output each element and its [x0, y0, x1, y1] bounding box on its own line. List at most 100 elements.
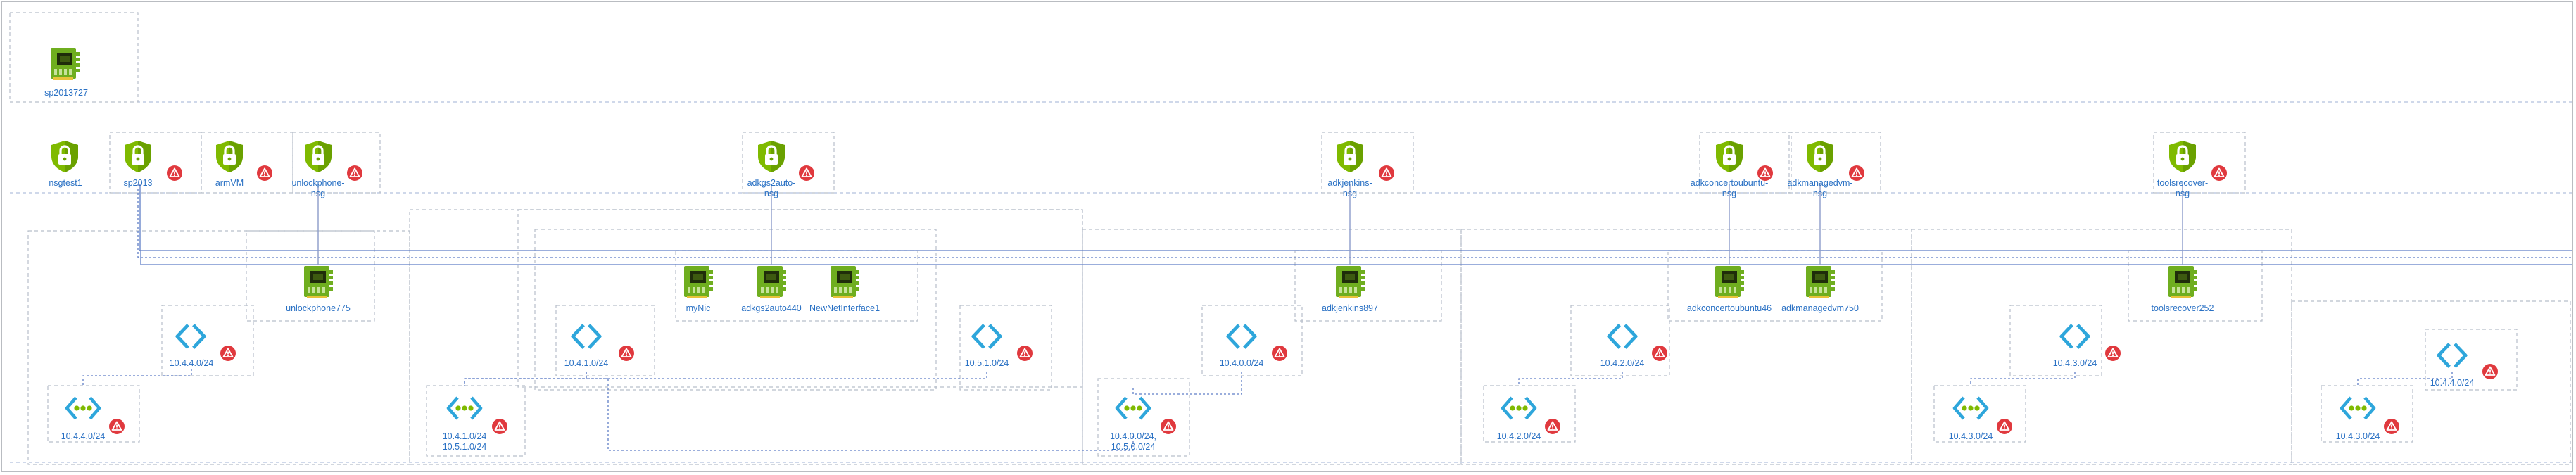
alert-icon [2211, 165, 2228, 182]
nsg-label-line1: unlockphone- [291, 178, 344, 188]
nic-adkjenkins897[interactable]: adkjenkins897 [1322, 266, 1378, 313]
network-security-group-icon [757, 139, 786, 173]
vnet-label-line2: 10.5.0.0/24 [1111, 442, 1156, 452]
nsg-armVM[interactable]: armVM [215, 139, 273, 188]
nsg-adkmanagedvm-nsg[interactable]: adkmanagedvm- nsg [1787, 139, 1865, 198]
vnet-label-line2: 10.5.1.0/24 [443, 442, 487, 452]
alert-icon [2104, 345, 2121, 362]
virtual-network-icon [1503, 398, 1535, 419]
resource-groups [9, 12, 2571, 465]
nic-myNic[interactable]: myNic [684, 266, 713, 313]
alert-icon [2482, 363, 2499, 380]
virtual-network-icon [448, 398, 481, 419]
alert-icon [618, 345, 635, 362]
nic-sp2013727[interactable]: sp2013727 [44, 48, 88, 98]
network-security-group-icon [1715, 139, 1744, 173]
nsg-label-line1: adkconcertoubuntu- [1691, 178, 1769, 188]
alert-icon [491, 418, 508, 435]
subnet-label: 10.4.1.0/24 [564, 358, 609, 368]
network-interface-icon [1806, 266, 1835, 298]
alert-icon [1378, 165, 1395, 182]
alert-icon [1016, 345, 1033, 362]
nic-label: adkjenkins897 [1322, 303, 1378, 313]
alert-icon [256, 165, 273, 182]
subnet-10-4-3-0[interactable]: 10.4.3.0/24 [2053, 325, 2121, 368]
nic-label: unlockphone775 [286, 303, 351, 313]
vnet-10-4-4-0[interactable]: 10.4.4.0/24 [61, 398, 125, 441]
nsg-adkconcertoubuntu-nsg[interactable]: adkconcertoubuntu- nsg [1691, 139, 1774, 198]
network-security-group-icon [215, 139, 244, 173]
nic-label: NewNetInterface1 [809, 303, 880, 313]
connector-lines [82, 184, 2572, 451]
alert-icon [220, 345, 236, 362]
nsg-adkgs2auto-nsg[interactable]: adkgs2auto- nsg [747, 139, 815, 198]
nsg-unlockphone-nsg[interactable]: unlockphone- nsg [291, 139, 363, 198]
vnet-10-4-1-0-10-5-1-0[interactable]: 10.4.1.0/24 10.5.1.0/24 [443, 398, 508, 452]
layer-bands [10, 101, 2572, 463]
nsg-label-line2: nsg [2176, 189, 2190, 198]
subnet-label: 10.5.1.0/24 [965, 358, 1009, 368]
nsg-sp2013[interactable]: sp2013 [123, 139, 183, 188]
vnet-10-4-3-0-a[interactable]: 10.4.3.0/24 [1949, 398, 2013, 441]
nsg-label-line1: adkjenkins- [1327, 178, 1372, 188]
nic-unlockphone775[interactable]: unlockphone775 [286, 266, 351, 313]
subnet-icon [573, 325, 600, 348]
nic-NewNetInterface1[interactable]: NewNetInterface1 [809, 266, 880, 313]
subnet-10-4-1-0[interactable]: 10.4.1.0/24 [564, 325, 635, 368]
nsg-label-line1: toolsrecover- [2157, 178, 2208, 188]
nsg-label-line2: nsg [311, 189, 325, 198]
network-security-group-icon [2168, 139, 2197, 173]
virtual-network-icon [1955, 398, 1987, 419]
alert-icon [1160, 418, 1177, 435]
nic-label: adkconcertoubuntu46 [1687, 303, 1772, 313]
alert-icon [1996, 418, 2013, 435]
alert-icon [798, 165, 815, 182]
virtual-network-icon [1117, 398, 1149, 419]
network-interface-icon [831, 266, 859, 298]
subnet-10-4-2-0[interactable]: 10.4.2.0/24 [1600, 325, 1668, 368]
alert-icon [346, 165, 363, 182]
network-interface-icon [304, 266, 333, 298]
subnet-10-5-1-0[interactable]: 10.5.1.0/24 [965, 325, 1033, 368]
network-security-group-icon [123, 139, 153, 173]
subnet-10-4-4-0-a[interactable]: 10.4.4.0/24 [170, 325, 236, 368]
subnet-label: 10.4.0.0/24 [1220, 358, 1264, 368]
network-security-group-icon [1805, 139, 1835, 173]
vnet-10-4-0-0-10-5-0-0[interactable]: 10.4.0.0/24, 10.5.0.0/24 [1110, 398, 1177, 452]
alert-icon [1651, 345, 1668, 362]
subnet-10-4-4-0-b[interactable]: 10.4.4.0/24 [2430, 344, 2499, 388]
alert-icon [2383, 418, 2400, 435]
subnet-label: 10.4.4.0/24 [2430, 378, 2475, 388]
alert-icon [108, 418, 125, 435]
vnet-10-4-2-0[interactable]: 10.4.2.0/24 [1497, 398, 1561, 441]
network-interface-icon [1715, 266, 1744, 298]
nic-label: sp2013727 [44, 88, 88, 98]
nic-adkmanagedvm750[interactable]: adkmanagedvm750 [1781, 266, 1859, 313]
network-interface-icon [51, 48, 80, 80]
nic-label: toolsrecover252 [2152, 303, 2214, 313]
nsg-label: sp2013 [123, 178, 152, 188]
nsg-toolsrecover-nsg[interactable]: toolsrecover- nsg [2157, 139, 2228, 198]
vnet-label-line1: 10.4.4.0/24 [61, 431, 106, 441]
network-interface-icon [757, 266, 786, 298]
nsg-adkjenkins-nsg[interactable]: adkjenkins- nsg [1327, 139, 1395, 198]
nsg-label: nsgtest1 [49, 178, 82, 188]
subnet-icon [2062, 325, 2088, 348]
vnet-label-line1: 10.4.2.0/24 [1497, 431, 1541, 441]
nic-adkgs2auto440[interactable]: adkgs2auto440 [741, 266, 802, 313]
vnet-label-line1: 10.4.3.0/24 [1949, 431, 1993, 441]
network-security-group-icon [303, 139, 333, 173]
subnet-label: 10.4.3.0/24 [2053, 358, 2097, 368]
subnet-10-4-0-0[interactable]: 10.4.0.0/24 [1220, 325, 1288, 368]
vnet-10-4-3-0-b[interactable]: 10.4.3.0/24 [2336, 398, 2400, 441]
nsg-label-line1: adkmanagedvm- [1787, 178, 1852, 188]
subnet-icon [177, 325, 204, 348]
vnet-label-line1: 10.4.0.0/24, [1110, 431, 1156, 441]
nic-toolsrecover252[interactable]: toolsrecover252 [2152, 266, 2214, 313]
nic-label: adkmanagedvm750 [1781, 303, 1859, 313]
nsg-nsgtest1[interactable]: nsgtest1 [49, 139, 82, 188]
virtual-network-icon [2342, 398, 2374, 419]
nic-adkconcertoubuntu46[interactable]: adkconcertoubuntu46 [1687, 266, 1772, 313]
